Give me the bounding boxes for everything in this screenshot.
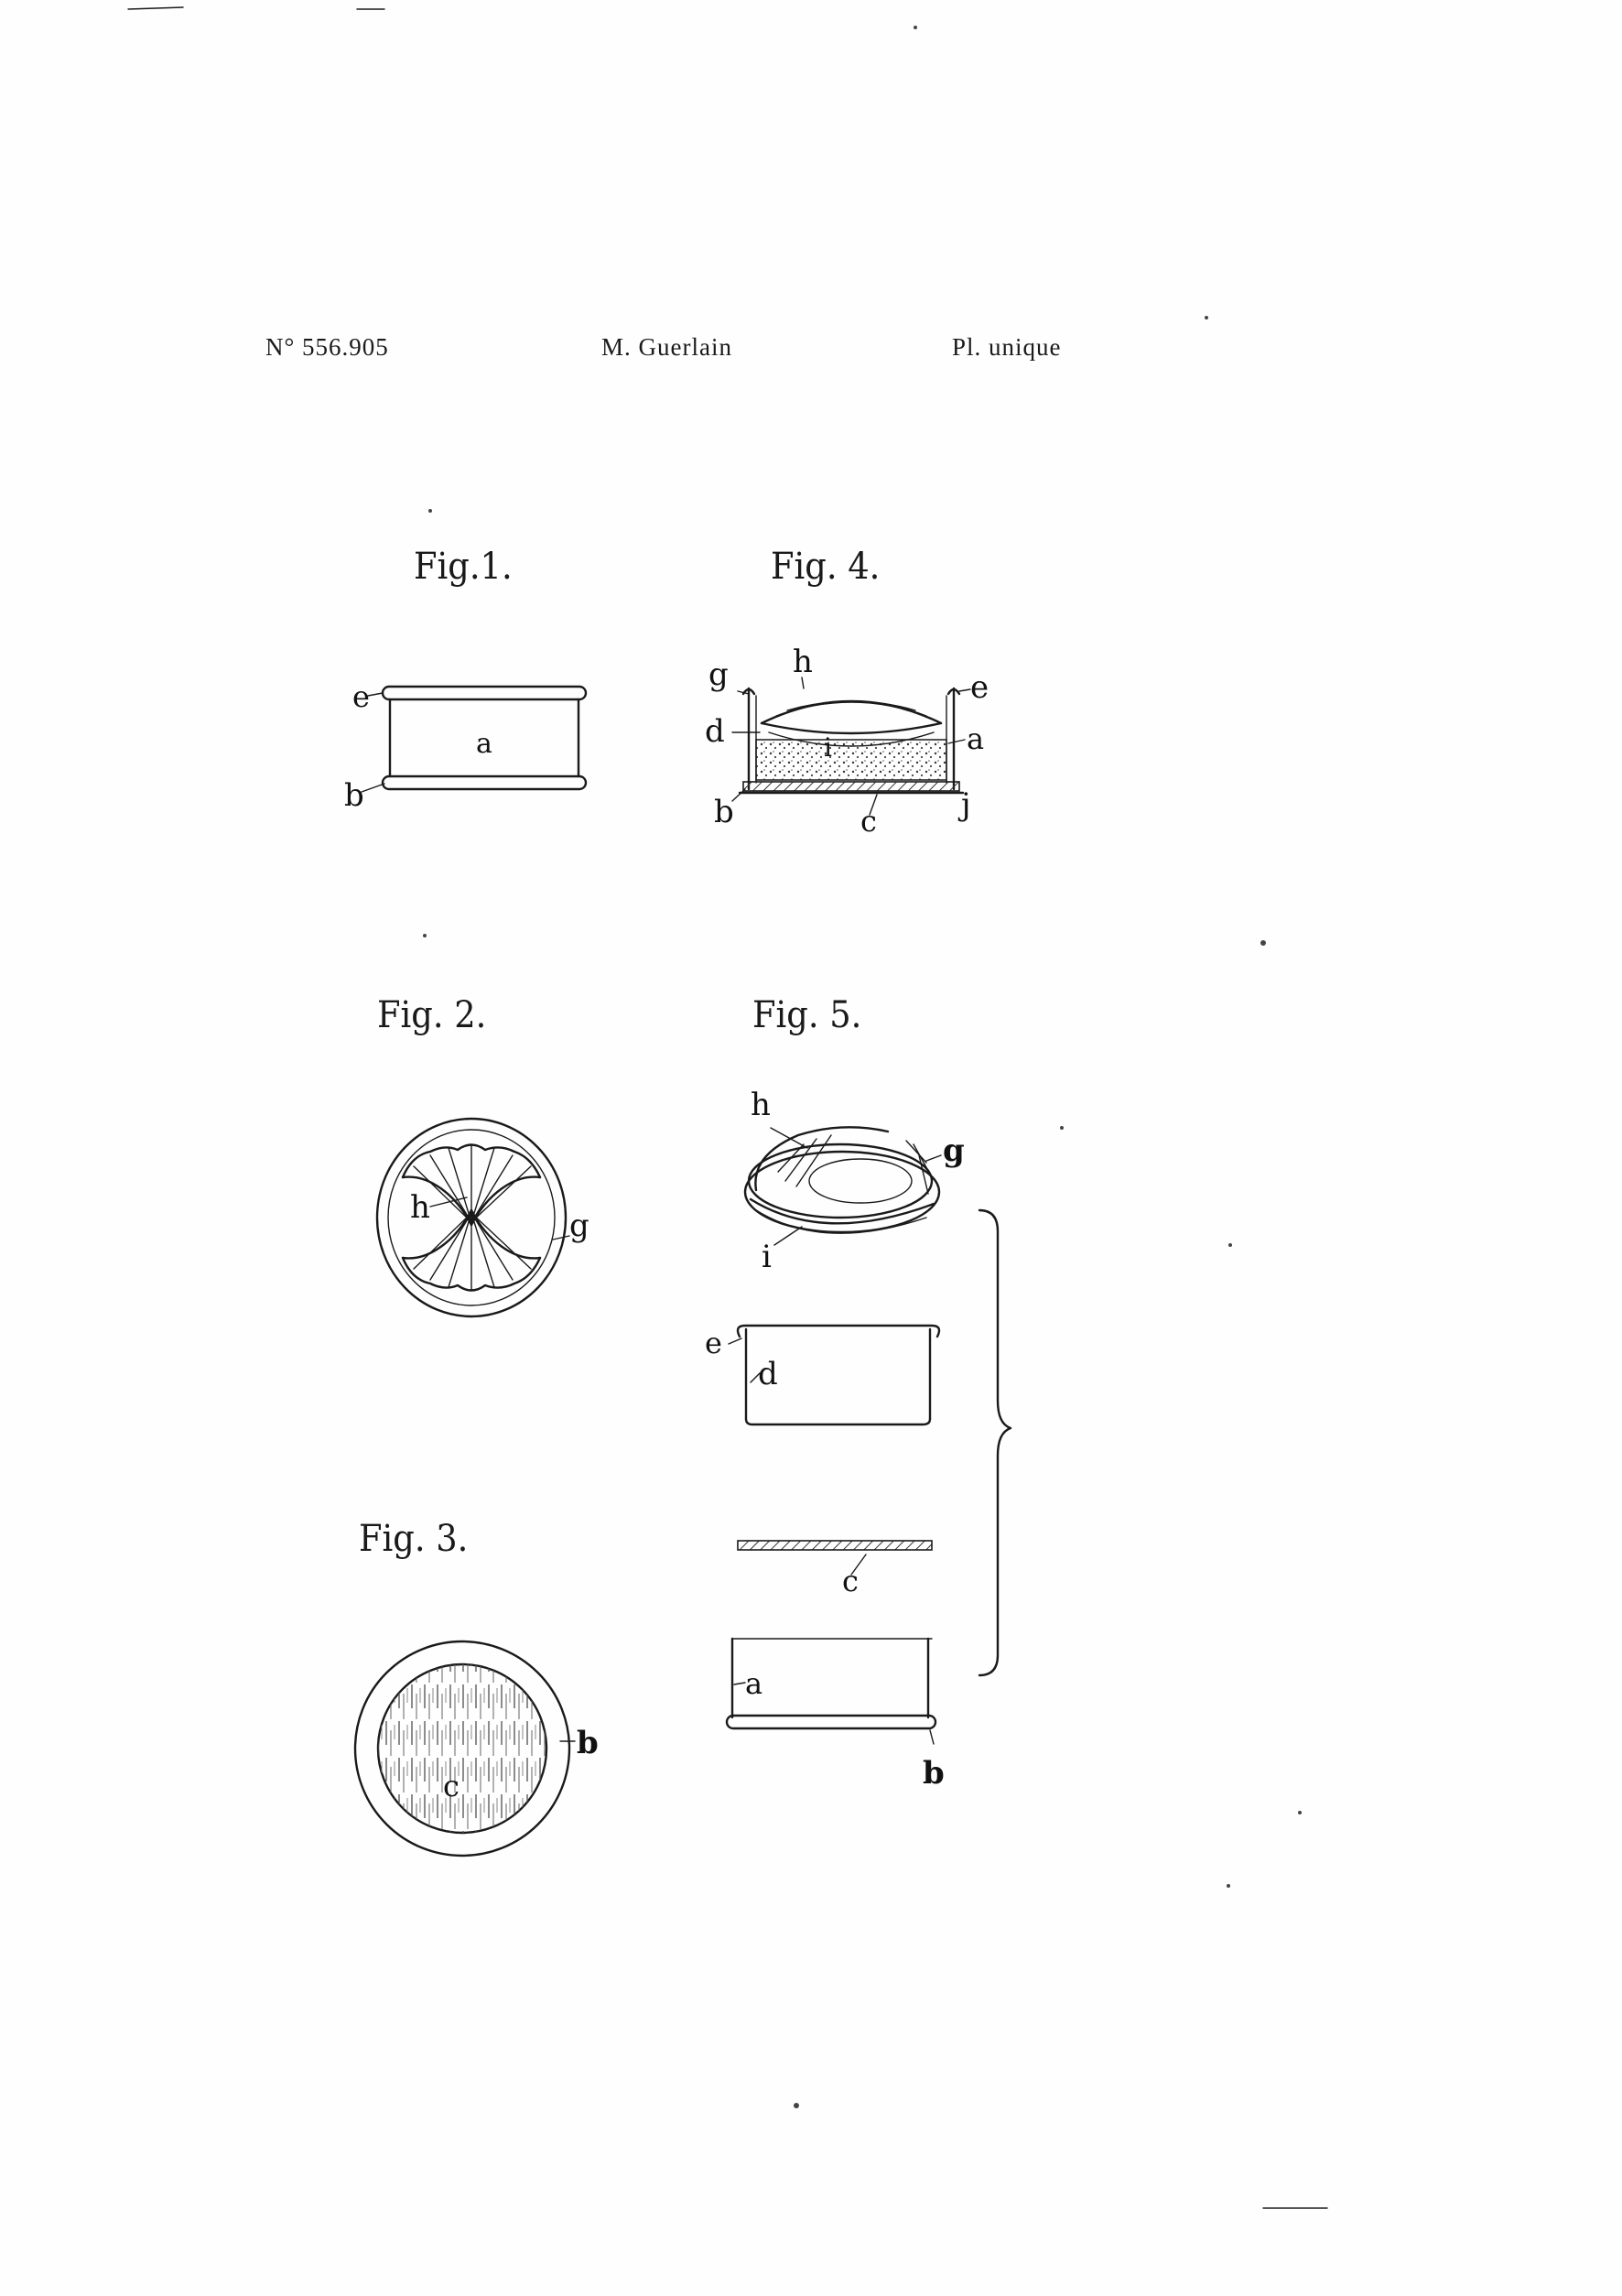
fig4-puff-bottom (760, 721, 943, 735)
fig4-label-h: h (793, 644, 813, 680)
fig5-label-b: b (923, 1755, 945, 1792)
fig2-shell-bottom (401, 1208, 542, 1292)
fig4-label-i: i (824, 732, 832, 763)
fig1-label-a: a (476, 728, 492, 760)
fig4-label-j: j (957, 786, 971, 823)
fig2-label-g: g (569, 1208, 589, 1244)
fig2-inner-rim (387, 1129, 556, 1306)
fig1-bottom-rim (381, 774, 588, 791)
fig1-drawing: e a b (344, 679, 588, 814)
fig3-label-c: c (443, 1769, 460, 1803)
fig1-label-e: e (352, 679, 370, 714)
fig3-drawing: b c (353, 1640, 599, 1857)
fig1-label-b: b (344, 777, 364, 814)
scan-specks (127, 6, 1328, 2209)
fig4-drawing: g h e d i a b c j (705, 644, 989, 839)
fig5-ring: a b (725, 1637, 945, 1792)
fig2-shell-top (401, 1143, 542, 1227)
fig5-label-d: d (758, 1356, 778, 1392)
fig3-mirror-texture (378, 1664, 546, 1833)
fig5-lid: h g i (743, 1087, 965, 1275)
fig4-label-d: d (705, 713, 725, 750)
fig4-label-e: e (970, 669, 989, 706)
plate-label: Pl. unique (952, 333, 1062, 361)
fig5-label-g: g (943, 1132, 965, 1169)
fig4-title: Fig. 4. (771, 546, 881, 588)
fig5-label-a: a (745, 1666, 762, 1701)
fig4-label-b: b (714, 794, 734, 830)
fig4-label-c: c (860, 804, 877, 839)
fig1-title: Fig.1. (414, 546, 513, 588)
fig5-label-i: i (762, 1239, 772, 1275)
fig3-title: Fig. 3. (359, 1518, 469, 1560)
fig2-label-h: h (410, 1189, 430, 1226)
fig5-plate: c (737, 1540, 933, 1598)
fig5-grouping-brace (978, 1208, 1012, 1677)
fig3-label-b: b (577, 1725, 599, 1761)
fig4-plate (742, 781, 960, 792)
fig4-label-a: a (967, 721, 984, 756)
fig2-drawing: h g (375, 1117, 589, 1318)
fig2-outer-rim (375, 1117, 568, 1318)
fig5-title: Fig. 5. (752, 994, 862, 1036)
fig1-top-rim (381, 685, 588, 701)
fig3-outer-ring (353, 1640, 571, 1857)
patent-number: N° 556.905 (265, 333, 389, 361)
fig4-label-g: g (708, 656, 729, 693)
fig2-title: Fig. 2. (377, 994, 487, 1036)
fig5-cup: e d (705, 1324, 941, 1426)
inventor-name: M. Guerlain (601, 333, 732, 361)
fig5-label-c: c (842, 1564, 859, 1598)
fig5-label-e: e (705, 1326, 722, 1360)
fig5-drawing: h g i e d c (705, 1087, 1012, 1792)
fig5-label-h: h (751, 1087, 771, 1123)
